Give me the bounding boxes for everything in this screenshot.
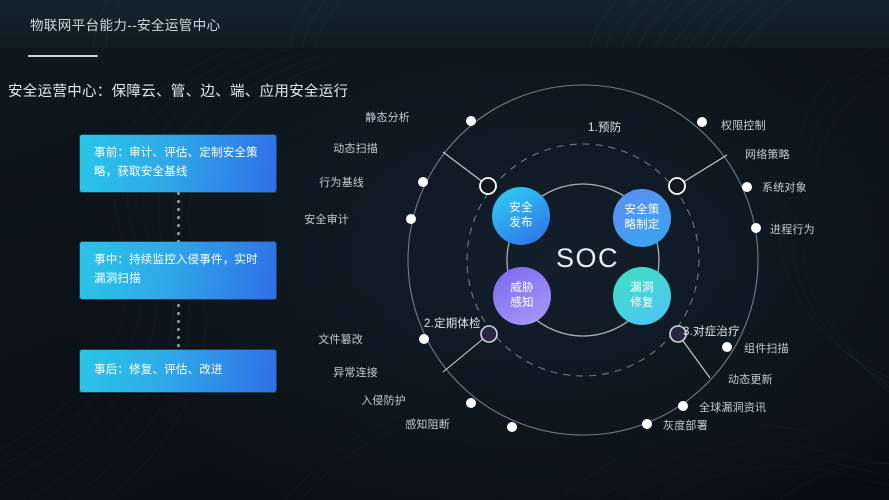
header-bar: 物联网平台能力--安全运管中心 [0, 0, 889, 48]
hub-node-checkup[interactable] [480, 325, 498, 343]
bubble-line-2: 略制定 [624, 219, 660, 231]
bubble-label-vuln-remediation[interactable]: 漏洞 修复 [614, 268, 670, 324]
soc-center-label: SOC [556, 243, 620, 273]
outer-node-dots [406, 116, 761, 432]
outer-node-dot-system-object[interactable] [742, 182, 752, 192]
outer-node-dot-gray-deployment[interactable] [642, 419, 652, 429]
outer-node-label-abnormal-connect: 异常连接 [333, 367, 378, 379]
page-title: 物联网平台能力--安全运管中心 [30, 18, 221, 33]
bubble-policy-definition[interactable] [613, 189, 671, 247]
bubble-line-2: 修复 [630, 297, 654, 309]
hub-node-prevention-left[interactable] [479, 177, 497, 195]
outer-node-label-security-audit: 安全审计 [304, 214, 349, 226]
title-underline [28, 55, 98, 57]
outer-node-label-dynamic-scan: 动态扫描 [333, 143, 378, 155]
outer-node-label-file-tampering: 文件篡改 [318, 334, 363, 346]
outer-node-label-static-analysis: 静态分析 [365, 112, 410, 124]
outer-node-label-process-behavior: 进程行为 [770, 224, 815, 236]
hub-node-treatment[interactable] [669, 325, 687, 343]
outer-node-label-component-scan: 组件扫描 [744, 343, 789, 355]
outer-node-dot-static-analysis[interactable] [466, 116, 476, 126]
outer-node-label-intrusion-defense: 入侵防护 [361, 395, 406, 407]
bubble-line-2: 发布 [509, 217, 533, 229]
outer-node-label-behavior-baseline: 行为基线 [319, 177, 364, 189]
bubble-label-policy-definition[interactable]: 安全策 略制定 [614, 190, 670, 246]
bubble-line-1: 威胁 [510, 282, 534, 294]
bubble-line-1: 安全策 [624, 204, 660, 216]
bubble-threat-awareness[interactable] [493, 267, 551, 325]
phase-label-prevention: 1.预防 [588, 122, 622, 134]
outer-ring [407, 84, 759, 436]
outer-node-label-access-control: 权限控制 [721, 120, 766, 132]
outer-node-dot-intrusion-defense[interactable] [466, 398, 476, 408]
inner-ring [506, 183, 660, 337]
bubble-line-1: 漏洞 [630, 282, 654, 294]
bubble-security-release[interactable] [492, 187, 550, 245]
outer-node-dot-behavior-baseline[interactable] [418, 177, 428, 187]
outer-node-dot-global-vuln-news[interactable] [678, 401, 688, 411]
bubble-label-security-release[interactable]: 安全 发布 [493, 188, 549, 244]
phase-label-checkup: 2.定期体检 [424, 318, 481, 330]
dashed-ring [466, 143, 700, 377]
capability-bubbles [492, 187, 671, 325]
outer-node-dot-process-behavior[interactable] [751, 223, 761, 233]
outer-node-label-global-vuln-news: 全球漏洞资讯 [699, 402, 767, 414]
header-texture [93, 0, 792, 48]
subtitle-text: 安全运营中心：保障云、管、边、端、应用安全运行 [8, 84, 349, 100]
outer-node-label-system-object: 系统对象 [762, 182, 807, 194]
bubble-line-1: 安全 [509, 202, 533, 214]
outer-node-dot-file-tampering[interactable] [419, 334, 429, 344]
hub-node-prevention-right[interactable] [668, 177, 686, 195]
bubble-vuln-remediation[interactable] [613, 267, 671, 325]
outer-node-label-network-policy: 网络策略 [745, 149, 790, 161]
outer-node-dot-access-control[interactable] [697, 117, 707, 127]
outer-node-label-dynamic-update: 动态更新 [728, 374, 773, 386]
outer-node-label-gray-deployment: 灰度部署 [663, 420, 708, 432]
outer-node-label-perception-block: 感知阻断 [405, 419, 450, 431]
outer-node-dot-perception-block[interactable] [507, 422, 517, 432]
stage-box-during[interactable]: 事中：持续监控入侵事件，实时漏洞扫描 [80, 242, 276, 299]
outer-node-dot-security-audit[interactable] [406, 214, 416, 224]
stage-box-after[interactable]: 事后：修复、评估、改进 [80, 350, 276, 392]
stage-box-before[interactable]: 事前：审计、评估、定制安全策略，获取安全基线 [80, 135, 276, 192]
bubble-label-threat-awareness[interactable]: 威胁 感知 [494, 268, 550, 324]
bubble-line-2: 感知 [510, 297, 534, 309]
phase-label-treatment: 3.对症治疗 [683, 326, 740, 338]
outer-node-dot-component-scan[interactable] [722, 342, 732, 352]
hub-nodes [479, 177, 687, 343]
spoke-lines [442, 151, 728, 379]
